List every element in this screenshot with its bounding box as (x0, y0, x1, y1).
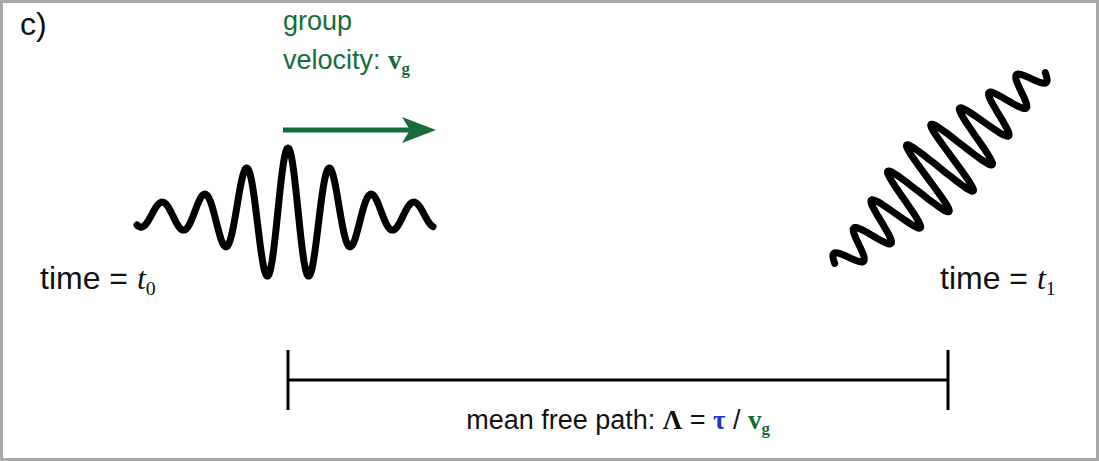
mean-free-path-bracket (288, 379, 948, 382)
mean-free-path-label: mean free path: Λ = τ / vg (466, 404, 770, 440)
formula-part: v (388, 45, 402, 75)
formula-part: t (1037, 260, 1046, 296)
wave-packet-scattered (833, 73, 1047, 264)
formula-part: 1 (1046, 277, 1056, 299)
panel-letter: c) (20, 4, 47, 44)
wave-packet (137, 148, 433, 276)
time-label: time = t0 (40, 258, 156, 301)
formula-part: g (402, 59, 410, 78)
formula-part: t (137, 260, 146, 296)
bracket-end (287, 350, 290, 410)
formula-part: Λ (663, 405, 682, 435)
time-label: time = t1 (940, 258, 1056, 301)
velocity-arrow-head (402, 117, 436, 143)
formula-part: v (748, 405, 762, 435)
velocity-arrow-shaft (283, 128, 410, 133)
formula-part: τ (713, 405, 725, 435)
formula-part: 0 (146, 277, 156, 299)
bracket-end (947, 350, 950, 410)
formula-part: g (761, 419, 769, 438)
velocity-label: group velocity: vg (283, 2, 455, 81)
